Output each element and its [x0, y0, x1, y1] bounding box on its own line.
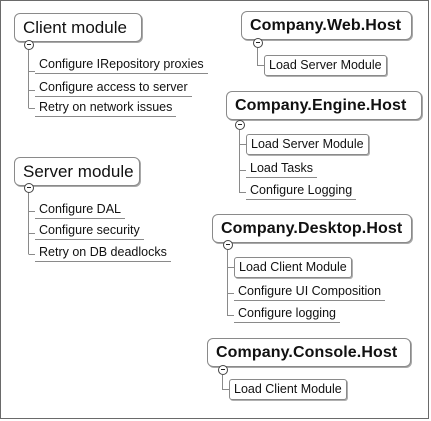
engine-host-node[interactable]: Company.Engine.Host	[226, 91, 422, 120]
console-host-node[interactable]: Company.Console.Host	[207, 338, 411, 367]
server-module-item[interactable]: Configure security	[35, 221, 144, 240]
engine-host-item[interactable]: Load Server Module	[246, 134, 369, 155]
engine-host-item[interactable]: Load Tasks	[246, 159, 318, 178]
collapse-minus-icon[interactable]	[235, 120, 245, 130]
server-module-item[interactable]: Configure DAL	[35, 200, 125, 219]
desktop-host-item[interactable]: Configure logging	[234, 304, 340, 323]
desktop-host-node[interactable]: Company.Desktop.Host	[212, 214, 412, 243]
client-module-item[interactable]: Retry on network issues	[35, 98, 177, 117]
collapse-minus-icon[interactable]	[218, 365, 228, 375]
client-module-item[interactable]: Configure IRepository proxies	[35, 55, 208, 74]
web-host-node[interactable]: Company.Web.Host	[241, 11, 412, 40]
client-module-node[interactable]: Client module	[14, 13, 142, 42]
collapse-minus-icon[interactable]	[24, 40, 34, 50]
desktop-host-item[interactable]: Configure UI Composition	[234, 282, 386, 301]
desktop-host-item[interactable]: Load Client Module	[234, 257, 352, 278]
collapse-minus-icon[interactable]	[24, 183, 34, 193]
collapse-minus-icon[interactable]	[223, 240, 233, 250]
server-module-item[interactable]: Retry on DB deadlocks	[35, 243, 171, 262]
collapse-minus-icon[interactable]	[253, 38, 263, 48]
web-host-item[interactable]: Load Server Module	[264, 55, 387, 76]
console-host-item[interactable]: Load Client Module	[229, 379, 347, 400]
client-module-item[interactable]: Configure access to server	[35, 78, 192, 97]
engine-host-item[interactable]: Configure Logging	[246, 181, 357, 200]
server-module-node[interactable]: Server module	[14, 157, 140, 186]
